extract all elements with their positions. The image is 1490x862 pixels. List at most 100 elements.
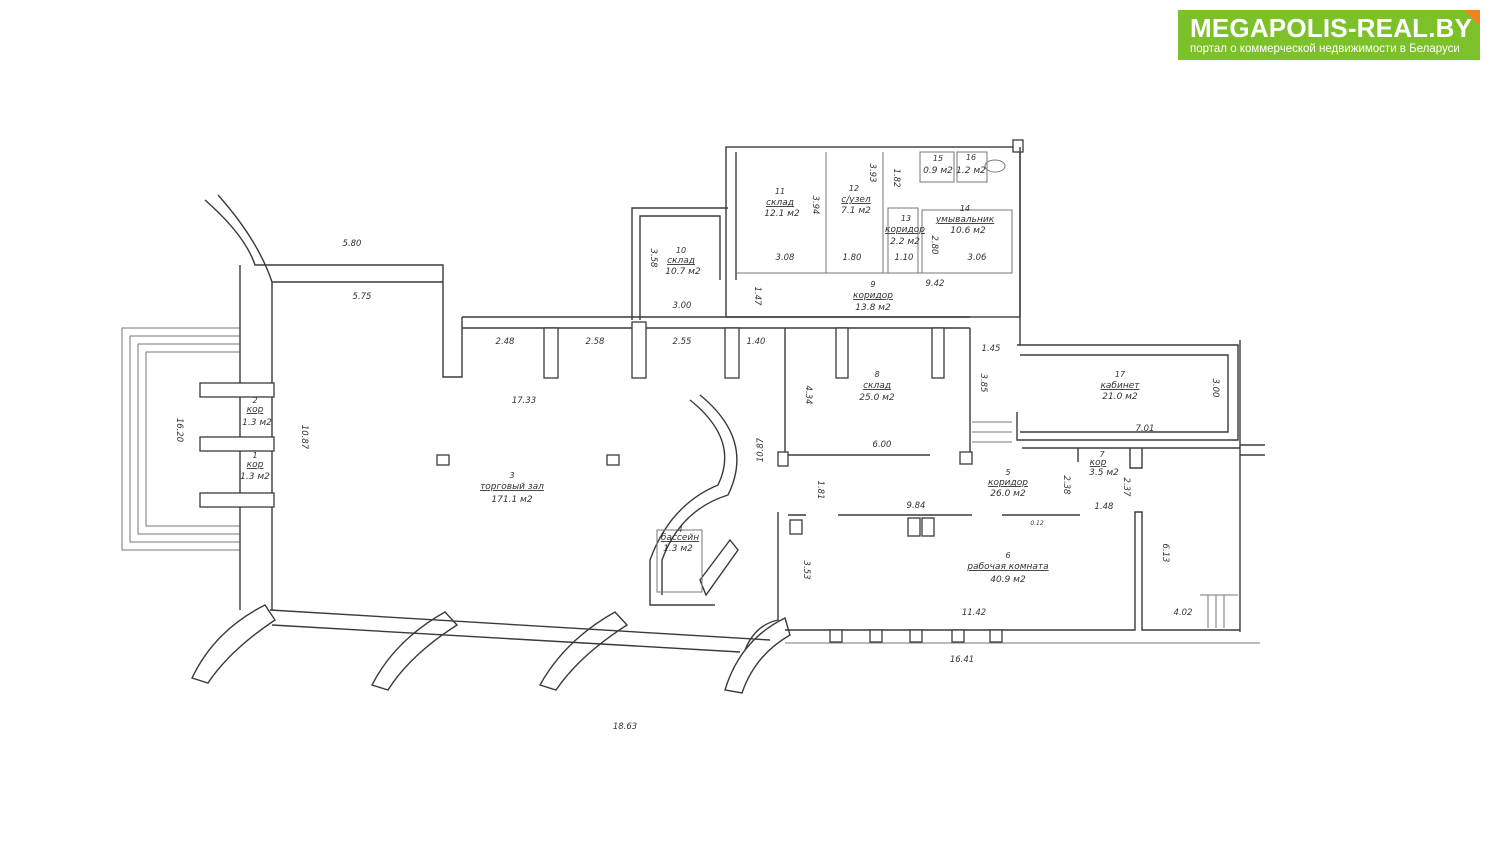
- dim: 3.94: [810, 196, 820, 215]
- room-label-text: 12: [849, 184, 859, 193]
- room-label-text: 3: [509, 471, 514, 480]
- dim: 9.84: [907, 501, 926, 511]
- room-label-text: кабинет: [1100, 381, 1140, 391]
- dim: 2.55: [673, 337, 692, 347]
- room-label-text: 11: [775, 187, 785, 196]
- room-5-label: 5 коридор 26.0 м2: [988, 468, 1028, 499]
- room-label-text: умывальник: [935, 215, 995, 225]
- room-4-label: 4 бассейн 1.3 м2: [661, 525, 699, 554]
- dimension-labels: 5.80 5.75 2.48 2.58 2.55 1.40 17.33 16.2…: [174, 164, 1220, 732]
- room-label-text: 7.1 м2: [841, 206, 871, 216]
- dim: 1.10: [895, 253, 914, 263]
- dim: 2.48: [496, 337, 516, 347]
- logo-title: MEGAPOLIS-REAL.BY: [1190, 13, 1473, 43]
- dim: 1.47: [752, 287, 762, 307]
- dim: 1.45: [982, 344, 1001, 354]
- room-label-text: коридор: [885, 225, 925, 235]
- room-label-text: 10: [676, 246, 686, 255]
- room-8-label: 8 склад 25.0 м2: [859, 370, 895, 403]
- room-labels: 1 кор 1.3 м2 2 кор 1.3 м2 3 торговый зал…: [240, 153, 1140, 585]
- room-label-text: 16: [966, 153, 976, 162]
- dim: 1.80: [843, 253, 862, 263]
- dim: 3.00: [673, 301, 692, 311]
- room-label-text: склад: [863, 381, 891, 391]
- room-label-text: кор: [247, 460, 264, 470]
- room-label-text: торговый зал: [480, 482, 544, 492]
- room-6-label: 6 рабочая комната 40.9 м2: [966, 551, 1048, 585]
- room-label-text: коридор: [988, 478, 1028, 488]
- dim: 7.01: [1136, 424, 1155, 434]
- room-label-text: рабочая комната: [966, 562, 1048, 572]
- dim: 0.12: [1030, 520, 1044, 527]
- room-11-label: 11 склад 12.1 м2: [764, 187, 800, 219]
- room-label-text: 9: [870, 280, 875, 289]
- room-label-text: склад: [766, 198, 794, 208]
- logo-subtitle: портал о коммерческой недвижимости в Бел…: [1190, 43, 1460, 55]
- room-label-text: 40.9 м2: [990, 575, 1026, 585]
- room-1-label: 1 кор 1.3 м2: [240, 451, 270, 482]
- dim: 3.85: [978, 374, 988, 393]
- dim: 1.82: [891, 169, 901, 188]
- megapolis-logo[interactable]: MEGAPOLIS-REAL.BY портал о коммерческой …: [1178, 10, 1480, 60]
- room-label-text: 1.3 м2: [663, 544, 693, 554]
- room-label-text: 1.3 м2: [242, 418, 272, 428]
- room-label-text: 25.0 м2: [859, 393, 895, 403]
- room-label-text: коридор: [853, 291, 893, 301]
- room-7-label: 7 кор 3.5 м2: [1089, 450, 1119, 478]
- room-13-label: 13 коридор 2.2 м2: [885, 214, 925, 247]
- room-label-text: 8: [874, 370, 879, 379]
- room-label-text: 7: [1099, 450, 1105, 459]
- room-label-text: с/узел: [841, 195, 871, 205]
- room-label-text: 21.0 м2: [1102, 392, 1138, 402]
- room-12-label: 12 с/узел 7.1 м2: [841, 184, 871, 216]
- dim: 1.81: [815, 481, 825, 500]
- dim: 9.42: [926, 279, 945, 289]
- dim: 10.87: [299, 425, 309, 450]
- room-label-text: 6: [1005, 551, 1010, 560]
- room-label-text: кор: [247, 405, 264, 415]
- dim: 2.58: [586, 337, 606, 347]
- dim: 17.33: [512, 396, 536, 406]
- room-label-text: 2.2 м2: [890, 237, 920, 247]
- room-label-text: 10.6 м2: [950, 226, 986, 236]
- dim: 1.48: [1095, 502, 1115, 512]
- room-17-label: 17 кабинет 21.0 м2: [1100, 370, 1140, 402]
- dim: 5.80: [343, 239, 362, 249]
- room-14-label: 14 умывальник 10.6 м2: [935, 204, 995, 236]
- room-label-text: бассейн: [661, 533, 699, 543]
- dim: 16.41: [950, 655, 974, 665]
- dim: 16.20: [174, 418, 184, 442]
- dim: 4.02: [1174, 608, 1193, 618]
- room-label-text: 15: [933, 154, 943, 163]
- room-15-label: 15 0.9 м2: [923, 154, 953, 176]
- room-label-text: 1: [252, 451, 257, 460]
- room-label-text: 10.7 м2: [665, 267, 701, 277]
- dim: 5.75: [353, 292, 372, 302]
- room-label-text: 13.8 м2: [855, 303, 891, 313]
- room-label-text: 26.0 м2: [990, 489, 1026, 499]
- dim: 11.42: [962, 608, 986, 618]
- walls: [121, 139, 1265, 694]
- room-label-text: 4: [677, 525, 682, 534]
- room-9-label: 9 коридор 13.8 м2: [853, 280, 893, 313]
- room-10-label: 10 склад 10.7 м2: [665, 246, 701, 277]
- dim: 4.34: [803, 386, 813, 405]
- room-label-text: 2: [252, 396, 257, 405]
- room-label-text: 12.1 м2: [764, 209, 800, 219]
- room-label-text: 1.2 м2: [956, 166, 986, 176]
- dim: 3.06: [968, 253, 988, 263]
- logo-corner-fold: [1464, 10, 1480, 26]
- dim: 2.38: [1061, 476, 1071, 496]
- room-label-text: 17: [1115, 370, 1126, 379]
- room-3-label: 3 торговый зал 171.1 м2: [480, 471, 544, 505]
- room-2-label: 2 кор 1.3 м2: [242, 396, 272, 428]
- dim: 2.37: [1121, 478, 1131, 498]
- dim: 1.40: [747, 337, 766, 347]
- room-label-text: 3.5 м2: [1089, 468, 1119, 478]
- dim: 3.58: [648, 249, 658, 269]
- room-label-text: 171.1 м2: [491, 495, 532, 505]
- dim: 6.00: [873, 440, 892, 450]
- dim: 3.00: [1210, 379, 1220, 398]
- room-label-text: 0.9 м2: [923, 166, 953, 176]
